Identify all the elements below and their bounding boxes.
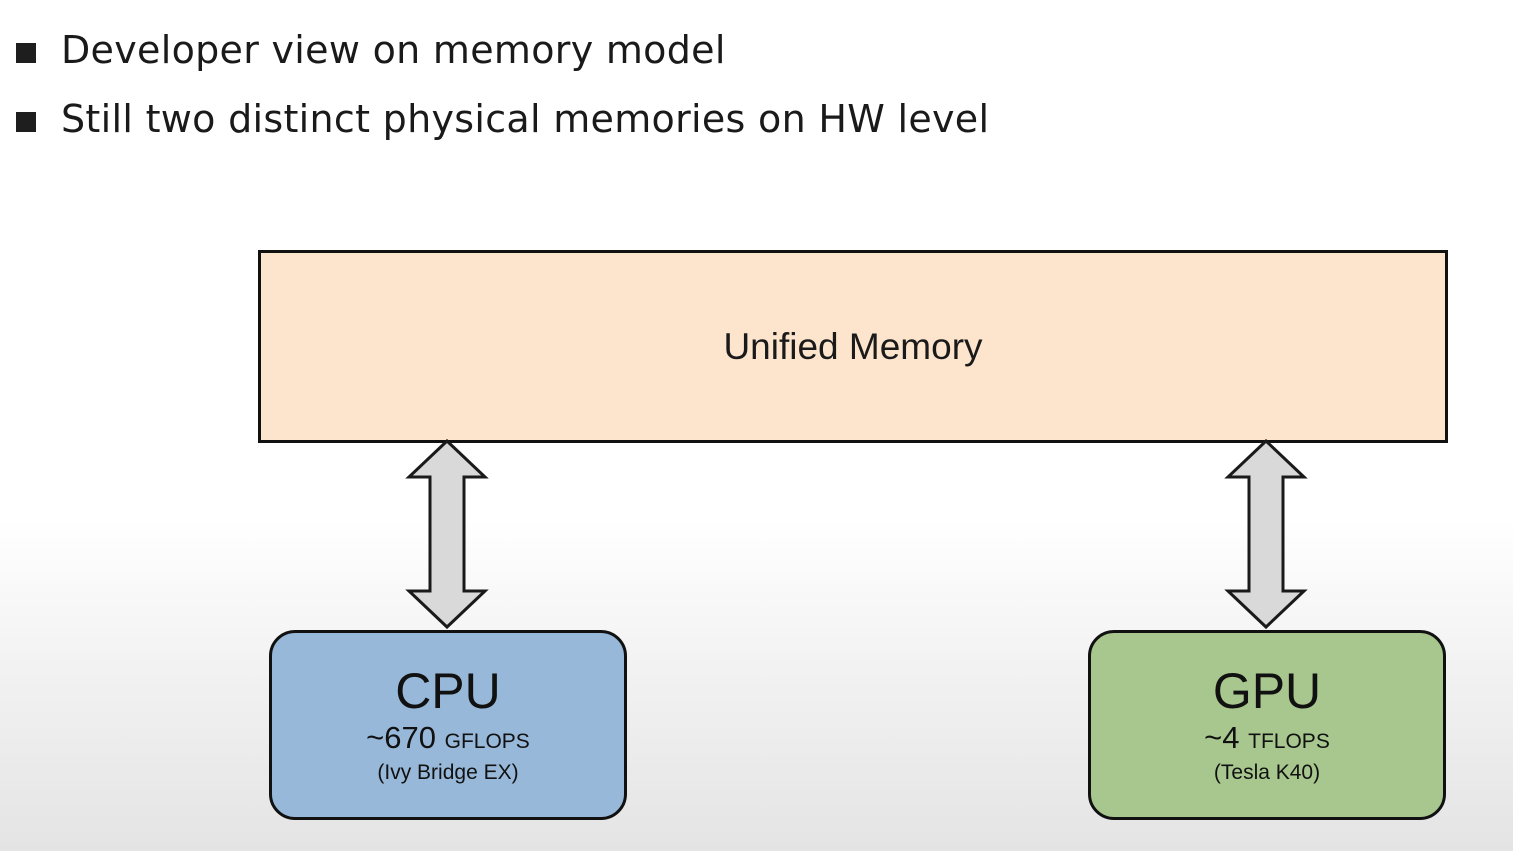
bullet-text: Developer view on memory model: [61, 28, 726, 72]
cpu-perf-value: ~670: [366, 720, 436, 755]
cpu-performance: ~670 GFLOPS: [272, 721, 624, 759]
bullet-item: Still two distinct physical memories on …: [16, 91, 989, 147]
unified-memory-box: Unified Memory: [258, 250, 1448, 443]
cpu-box: CPU ~670 GFLOPS (Ivy Bridge EX): [269, 630, 627, 820]
gpu-box: GPU ~4 TFLOPS (Tesla K40): [1088, 630, 1446, 820]
cpu-memory-double-arrow-icon: [405, 439, 489, 630]
bullet-list: Developer view on memory model Still two…: [16, 22, 989, 160]
bullet-text: Still two distinct physical memories on …: [61, 97, 990, 141]
cpu-perf-unit: GFLOPS: [444, 730, 530, 753]
square-bullet-icon: [16, 112, 36, 132]
gpu-perf-unit: TFLOPS: [1248, 730, 1330, 753]
cpu-name: CPU: [395, 663, 501, 719]
gpu-performance: ~4 TFLOPS: [1091, 721, 1443, 759]
cpu-model: (Ivy Bridge EX): [377, 761, 519, 784]
gpu-memory-double-arrow-icon: [1224, 439, 1308, 630]
square-bullet-icon: [16, 43, 36, 63]
gpu-name: GPU: [1212, 663, 1322, 719]
gpu-perf-value: ~4: [1204, 720, 1240, 755]
gpu-model: (Tesla K40): [1213, 761, 1321, 784]
unified-memory-label: Unified Memory: [723, 325, 983, 367]
bullet-item: Developer view on memory model: [16, 22, 989, 78]
